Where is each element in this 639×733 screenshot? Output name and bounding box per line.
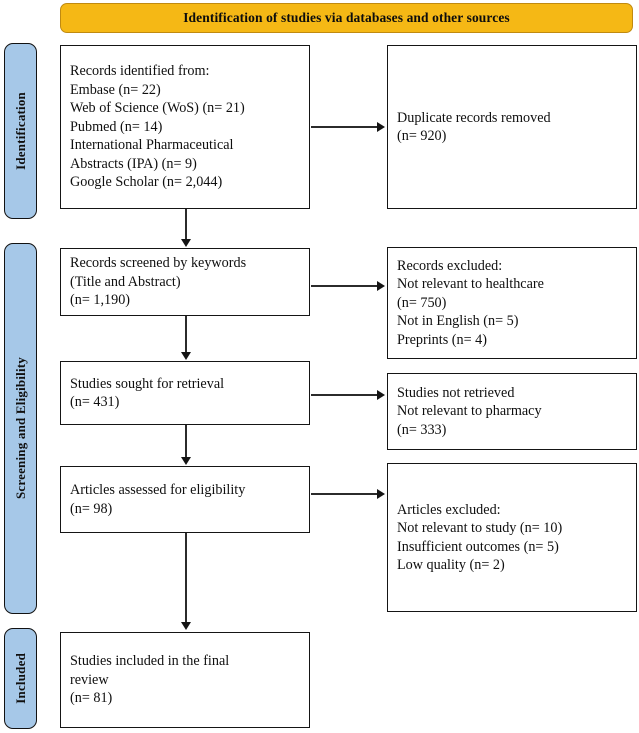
records-identified-line-4: International Pharmaceutical [70,137,234,154]
articles-assessed-line-0: Articles assessed for eligibility [70,482,246,499]
diagram-title-text: Identification of studies via databases … [183,10,510,25]
articles-excluded-line-1: Not relevant to study (n= 10) [397,520,563,537]
records-excluded-line-1: Not relevant to healthcare [397,276,544,293]
studies-not-retrieved-line-1: Not relevant to pharmacy [397,403,542,420]
studies-not-retrieved-line-0: Studies not retrieved [397,384,515,401]
records-screened-text: Records screened by keywords (Title and … [61,254,309,309]
articles-excluded-line-2: Insufficient outcomes (n= 5) [397,538,559,555]
records-excluded-line-0: Records excluded: [397,257,503,274]
articles-excluded-line-3: Low quality (n= 2) [397,556,505,573]
stage-label-identification: Identification [4,43,37,219]
articles-excluded-box: Articles excluded: Not relevant to study… [387,463,637,612]
records-excluded-line-3: Not in English (n= 5) [397,313,519,330]
diagram-title-banner: Identification of studies via databases … [60,3,633,33]
records-excluded-text: Records excluded: Not relevant to health… [388,257,636,349]
articles-excluded-text: Articles excluded: Not relevant to study… [388,501,636,575]
records-excluded-box: Records excluded: Not relevant to health… [387,247,637,359]
records-identified-text: Records identified from: Embase (n= 22) … [61,62,309,191]
records-excluded-line-4: Preprints (n= 4) [397,331,487,348]
records-identified-line-3: Pubmed (n= 14) [70,118,163,135]
records-screened-box: Records screened by keywords (Title and … [60,248,310,316]
records-identified-line-1: Embase (n= 22) [70,81,161,98]
duplicate-records-removed-text: Duplicate records removed (n= 920) [388,109,636,146]
stage-label-included: Included [4,628,37,729]
stage-label-identification-text: Identification [12,92,28,170]
studies-included-box: Studies included in the final review (n=… [60,632,310,728]
articles-assessed-text: Articles assessed for eligibility (n= 98… [61,481,309,518]
stage-label-included-text: Included [12,653,28,704]
stage-label-screening-eligibility-text: Screening and Eligibility [12,357,28,500]
records-identified-line-0: Records identified from: [70,63,210,80]
records-excluded-line-2: (n= 750) [397,294,447,311]
studies-sought-line-0: Studies sought for retrieval [70,375,225,392]
duplicate-records-removed-line-0: Duplicate records removed [397,109,551,126]
duplicate-records-removed-line-1: (n= 920) [397,128,447,144]
studies-not-retrieved-text: Studies not retrieved Not relevant to ph… [388,384,636,439]
studies-sought-text: Studies sought for retrieval (n= 431) [61,375,309,412]
articles-assessed-line-1: (n= 98) [70,500,113,517]
records-screened-line-0: Records screened by keywords [70,255,247,272]
articles-assessed-for-eligibility-box: Articles assessed for eligibility (n= 98… [60,466,310,533]
studies-included-text: Studies included in the final review (n=… [61,652,309,707]
records-identified-line-2: Web of Science (WoS) (n= 21) [70,100,245,117]
stage-label-screening-eligibility: Screening and Eligibility [4,243,37,614]
studies-included-line-1: review [70,671,109,688]
studies-sought-line-1: (n= 431) [70,394,120,410]
studies-not-retrieved-line-2: (n= 333) [397,421,447,438]
records-identified-box: Records identified from: Embase (n= 22) … [60,45,310,209]
studies-included-line-0: Studies included in the final [70,653,230,670]
duplicate-records-removed-box: Duplicate records removed (n= 920) [387,45,637,209]
records-identified-line-5: Abstracts (IPA) (n= 9) [70,155,197,172]
studies-included-line-2: (n= 81) [70,690,113,707]
articles-excluded-line-0: Articles excluded: [397,501,501,518]
studies-not-retrieved-box: Studies not retrieved Not relevant to ph… [387,373,637,450]
records-screened-line-1: (Title and Abstract) [70,273,181,290]
studies-sought-for-retrieval-box: Studies sought for retrieval (n= 431) [60,361,310,425]
records-identified-line-6: Google Scholar (n= 2,044) [70,174,223,191]
records-screened-line-2: (n= 1,190) [70,292,131,309]
